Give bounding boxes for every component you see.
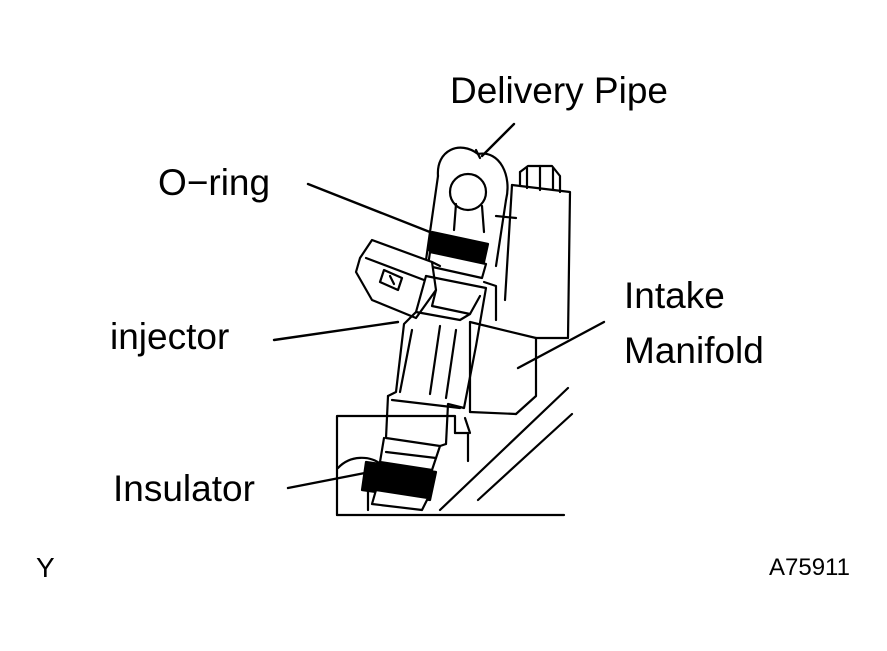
cylinder-head [335, 386, 574, 517]
leader-delivery-pipe [480, 122, 516, 158]
label-intake-manifold-line2: Manifold [624, 330, 764, 371]
o-ring [426, 230, 490, 280]
figure-id: A75911 [769, 554, 850, 581]
leader-injector [272, 320, 400, 342]
delivery-pipe-fitting [424, 146, 509, 268]
footer-left-code: Y [36, 552, 55, 583]
label-intake-manifold-line1: Intake [624, 275, 725, 316]
leader-intake-manifold [516, 320, 606, 370]
insulator [360, 460, 438, 512]
label-delivery-pipe: Delivery Pipe [450, 70, 668, 111]
leader-insulator [286, 470, 372, 490]
label-o-ring: O−ring [158, 162, 271, 203]
leader-o-ring [306, 182, 442, 238]
intake-manifold [463, 164, 572, 435]
injector-connector [354, 238, 442, 320]
label-injector: injector [110, 316, 230, 357]
label-insulator: Insulator [113, 468, 255, 509]
injector-body [378, 274, 488, 472]
leader-lines [272, 122, 606, 490]
